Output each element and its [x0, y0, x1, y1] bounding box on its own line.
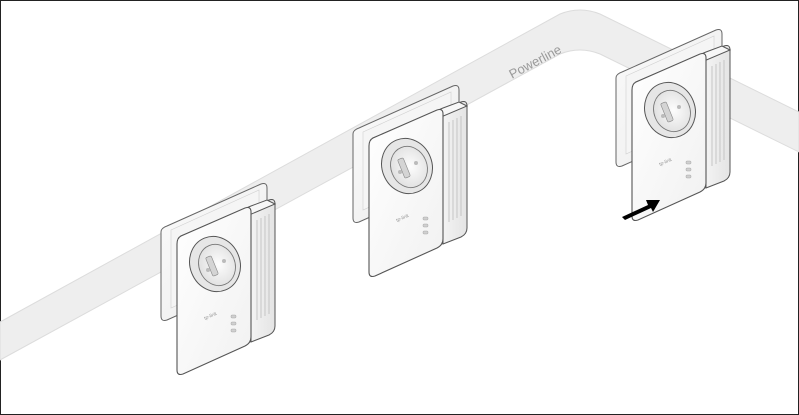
brand-logo: tp-link	[395, 213, 410, 224]
arrow-right-icon	[622, 200, 660, 220]
adapter-right: tp-link	[615, 28, 731, 222]
brand-logo: tp-link	[203, 311, 218, 322]
adapter-middle: tp-link	[352, 84, 468, 278]
brand-logo: tp-link	[658, 157, 673, 168]
adapter-left: tp-link	[160, 182, 276, 376]
powerline-band	[0, 9, 799, 361]
